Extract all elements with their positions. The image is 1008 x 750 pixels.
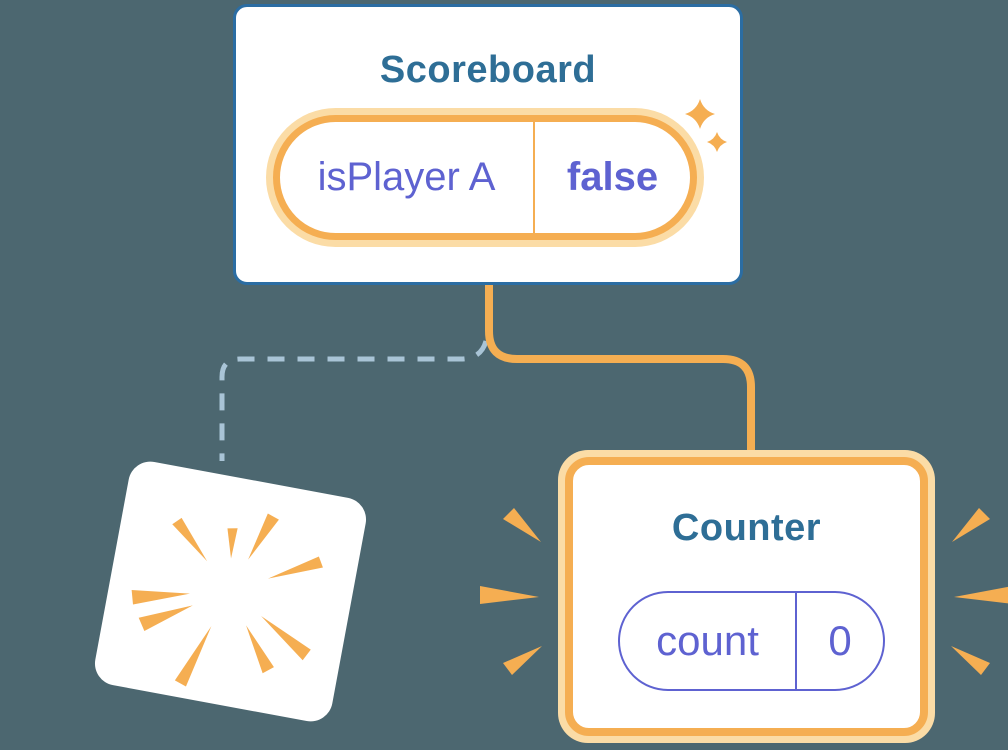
pill-divider <box>533 122 535 233</box>
dashed-removed-connector <box>219 340 489 461</box>
scoreboard-title: Scoreboard <box>379 49 597 91</box>
counter-title: Counter <box>671 507 822 549</box>
counter-state-pill: count 0 <box>618 591 885 691</box>
poof-burst-icon <box>131 513 323 687</box>
emphasis-left-icon <box>480 508 542 675</box>
counter-card-inner: Counter count 0 <box>565 457 928 736</box>
pill-divider <box>795 593 797 689</box>
state-key: count <box>656 617 759 664</box>
scoreboard-state-pill: isPlayer A false <box>273 115 697 240</box>
removed-component-card <box>91 457 370 726</box>
emphasis-right-icon <box>951 508 1008 675</box>
active-branch-connector <box>485 280 755 458</box>
state-value: 0 <box>828 617 852 664</box>
state-key: isPlayer A <box>317 155 496 199</box>
counter-component-card: Counter count 0 <box>558 450 935 743</box>
state-value: false <box>566 155 659 199</box>
scoreboard-component-card: Scoreboard isPlayer A false <box>233 4 743 285</box>
